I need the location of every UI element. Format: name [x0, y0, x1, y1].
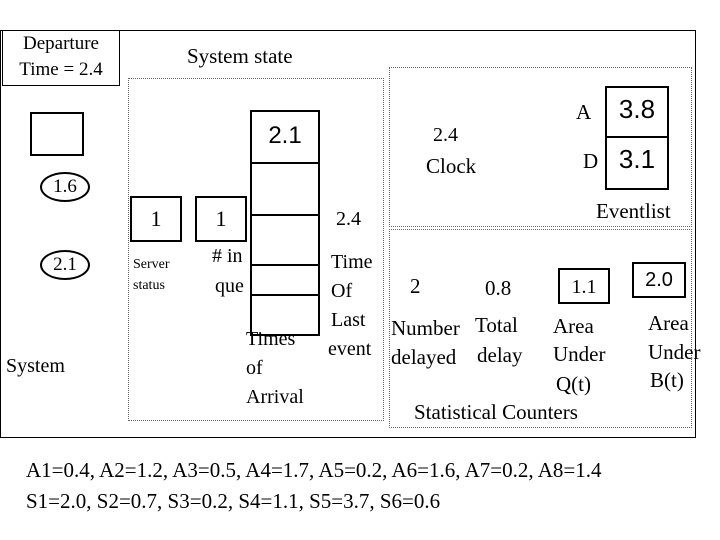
area-q-label-1: Area [553, 314, 594, 338]
system-state-label: System state [187, 44, 293, 68]
number-in-queue-box: 1 [195, 196, 247, 242]
number-in-queue-value: 1 [215, 206, 227, 231]
server-status-label-2: status [133, 278, 165, 293]
system-frame [0, 30, 696, 438]
num-delayed-label-1: Number [391, 316, 460, 340]
interarrival-times: A1=0.4, A2=1.2, A3=0.5, A4=1.7, A5=0.2, … [26, 458, 602, 482]
eventlist-label: Eventlist [596, 199, 671, 223]
number-in-queue-label-1: # in [212, 245, 243, 267]
customer-oval-2-value: 2.1 [53, 254, 77, 275]
arrival-label-1: Times [246, 328, 296, 350]
arrival-slot-divider-4 [252, 294, 318, 296]
num-delayed-value: 2 [410, 274, 421, 298]
arrival-label-2: of [246, 357, 263, 379]
eventlist-divider [607, 136, 667, 138]
last-event-label-4: event [328, 338, 372, 360]
last-event-value: 2.4 [336, 208, 361, 230]
system-label: System [6, 355, 65, 377]
event-d-time: 3.1 [618, 144, 656, 174]
arrival-label-3: Arrival [246, 386, 304, 408]
event-a-label: A [576, 100, 592, 124]
statistical-counters-region [389, 229, 692, 428]
system-state-region [128, 78, 384, 421]
total-delay-label-1: Total [475, 313, 518, 337]
area-b-value: 2.0 [645, 269, 673, 291]
departure-time-box: Departure Time = 2.4 [2, 30, 120, 86]
number-in-queue-label-2: que [215, 275, 244, 297]
area-b-box: 2.0 [632, 262, 686, 298]
customer-oval-1: 1.6 [40, 172, 90, 202]
eventlist-box: 3.8 3.1 [605, 86, 669, 190]
area-q-value: 1.1 [571, 276, 597, 298]
arrival-times-queue: 2.1 [250, 110, 320, 336]
empty-entity-square [30, 112, 84, 156]
area-b-label-3: B(t) [650, 368, 684, 392]
server-status-box: 1 [130, 196, 182, 242]
customer-oval-1-value: 1.6 [53, 176, 77, 197]
arrival-time-slot-1: 2.1 [268, 122, 302, 149]
area-q-box: 1.1 [558, 268, 610, 304]
server-status-value: 1 [150, 206, 162, 231]
area-b-label-1: Area [648, 311, 689, 335]
event-d-label: D [583, 149, 599, 173]
server-status-label-1: Server [133, 257, 170, 272]
event-a-time: 3.8 [618, 94, 656, 124]
departure-line1: Departure [23, 33, 99, 54]
total-delay-label-2: delay [477, 343, 523, 367]
arrival-slot-divider-3 [252, 264, 318, 266]
last-event-label-2: Of [331, 280, 353, 302]
customer-oval-2: 2.1 [40, 250, 90, 280]
last-event-label-1: Time [331, 251, 373, 273]
departure-line2: Time = 2.4 [19, 59, 103, 80]
service-times: S1=2.0, S2=0.7, S3=0.2, S4=1.1, S5=3.7, … [26, 489, 441, 513]
area-b-label-2: Under [648, 340, 701, 364]
arrival-slot-divider-1 [252, 162, 318, 164]
area-q-label-2: Under [553, 342, 606, 366]
arrival-slot-divider-2 [252, 214, 318, 216]
statistical-counters-title: Statistical Counters [414, 400, 578, 424]
last-event-label-3: Last [331, 309, 366, 331]
total-delay-value: 0.8 [485, 276, 512, 300]
clock-value: 2.4 [433, 124, 458, 146]
clock-label: Clock [426, 154, 477, 178]
clock-eventlist-region [389, 67, 692, 227]
area-q-label-3: Q(t) [556, 372, 591, 396]
num-delayed-label-2: delayed [391, 345, 457, 369]
